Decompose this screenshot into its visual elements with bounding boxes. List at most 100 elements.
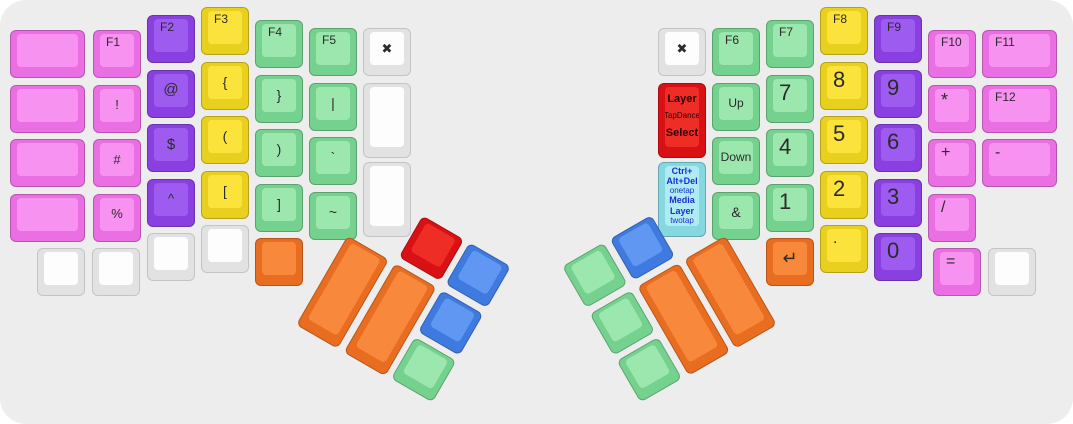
keycap-surface: 0	[881, 237, 915, 270]
keycap-surface	[617, 222, 664, 268]
key-blank-left-r2[interactable]	[10, 84, 85, 133]
key-8[interactable]: 8	[820, 61, 868, 110]
key-f11[interactable]: F11	[982, 30, 1057, 78]
key-blank-left-r1[interactable]	[10, 30, 85, 78]
key-blank-l-bottom2[interactable]	[92, 248, 140, 296]
key-f8[interactable]: F8	[820, 7, 868, 55]
key-0[interactable]: 0	[874, 233, 922, 281]
key-label: |	[331, 94, 335, 111]
key-plus[interactable]: +	[928, 139, 976, 187]
key-blank-l-inner1[interactable]	[363, 82, 411, 158]
key-f12[interactable]: F12	[982, 84, 1057, 133]
key-f1[interactable]: F1	[93, 30, 141, 78]
key-f7[interactable]: F7	[766, 20, 814, 68]
keycap-surface: F10	[935, 34, 969, 67]
key-f6[interactable]: F6	[712, 28, 760, 76]
keycap-surface: `	[316, 141, 350, 174]
key-blank-l-inner2[interactable]	[363, 162, 411, 237]
key-tilde[interactable]: ~	[309, 191, 357, 240]
key-5[interactable]: 5	[820, 116, 868, 164]
keycap-surface	[370, 86, 404, 147]
key-f3[interactable]: F3	[201, 7, 249, 55]
key-down[interactable]: Down	[712, 137, 760, 185]
key-period[interactable]: .	[820, 225, 868, 273]
key-equals[interactable]: =	[933, 248, 981, 296]
key-blank-l-col2[interactable]	[147, 233, 195, 281]
key-label: 9	[887, 74, 900, 100]
key-label: Select	[665, 126, 699, 139]
keycap-surface: @	[154, 73, 188, 107]
keycap-surface: |	[316, 86, 350, 120]
key-7[interactable]: 7	[766, 74, 814, 123]
key-blank-l-col3[interactable]	[201, 225, 249, 273]
key-rbracket[interactable]: ]	[255, 183, 303, 232]
key-backtick[interactable]: `	[309, 137, 357, 185]
key-f9[interactable]: F9	[874, 15, 922, 63]
keycap-surface: F2	[154, 19, 188, 52]
keycap-surface: +	[935, 143, 969, 176]
key-label: F9	[887, 20, 902, 34]
key-3[interactable]: 3	[874, 178, 922, 227]
key-label: Ctrl+	[671, 166, 693, 176]
key-label: {	[222, 73, 228, 90]
key-dollar[interactable]: $	[147, 124, 195, 172]
keycap-surface: ✖	[370, 32, 404, 65]
key-2[interactable]: 2	[820, 170, 868, 219]
keycap-surface	[995, 252, 1029, 285]
key-minus[interactable]: -	[982, 139, 1057, 187]
keycap-surface	[429, 296, 476, 343]
key-6[interactable]: 6	[874, 124, 922, 172]
key-blank-left-r3[interactable]	[10, 139, 85, 187]
key-label: (	[222, 128, 228, 145]
key-1[interactable]: 1	[766, 183, 814, 232]
keycap-surface	[262, 242, 296, 275]
key-close-x-right[interactable]: ✖	[658, 28, 706, 76]
key-rparen[interactable]: )	[255, 129, 303, 177]
keycap-surface: (	[208, 120, 242, 153]
key-f5[interactable]: F5	[309, 28, 357, 76]
key-ampersand[interactable]: &	[712, 191, 760, 240]
key-label: ]	[277, 195, 281, 212]
key-f4[interactable]: F4	[255, 20, 303, 68]
key-lparen[interactable]: (	[201, 116, 249, 164]
key-blank-l-bottom1[interactable]	[37, 248, 85, 296]
key-label: Up	[728, 95, 744, 110]
key-label: F1	[106, 35, 121, 49]
key-label: F5	[322, 33, 337, 47]
key-blank-r-bottom[interactable]	[988, 248, 1036, 296]
key-slash[interactable]: /	[928, 193, 976, 242]
key-f2[interactable]: F2	[147, 15, 195, 63]
key-f10[interactable]: F10	[928, 30, 976, 78]
key-up[interactable]: Up	[712, 82, 760, 131]
key-at[interactable]: @	[147, 69, 195, 118]
key-percent[interactable]: %	[93, 193, 141, 242]
key-label: F6	[725, 33, 740, 47]
key-label: onetap	[669, 186, 695, 196]
keycap-surface: 8	[827, 65, 861, 99]
key-rbrace[interactable]: }	[255, 74, 303, 123]
keycap-surface: ^	[154, 182, 188, 216]
key-enter[interactable]: ↵	[766, 238, 814, 286]
key-exclamation[interactable]: !	[93, 84, 141, 133]
keycap-surface: =	[940, 252, 974, 285]
key-9[interactable]: 9	[874, 69, 922, 118]
key-blank-left-r4[interactable]	[10, 193, 85, 242]
keycap-surface: !	[100, 88, 134, 122]
key-label: 6	[887, 129, 900, 154]
key-asterisk[interactable]: *	[928, 84, 976, 133]
keycap-surface: 5	[827, 120, 861, 153]
key-blank-l-col4[interactable]	[255, 238, 303, 286]
key-caret[interactable]: ^	[147, 178, 195, 227]
key-pipe[interactable]: |	[309, 82, 357, 131]
key-label: twotap	[670, 215, 694, 225]
key-hash[interactable]: #	[93, 139, 141, 187]
key-4[interactable]: 4	[766, 129, 814, 177]
key-close-x-left[interactable]: ✖	[363, 28, 411, 76]
key-lbrace[interactable]: {	[201, 61, 249, 110]
key-label: .	[833, 230, 838, 247]
key-lbracket[interactable]: [	[201, 170, 249, 219]
